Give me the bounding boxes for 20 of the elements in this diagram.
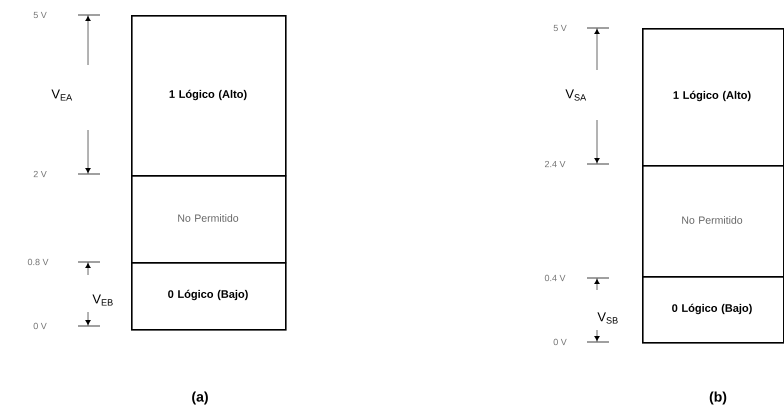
voltage-label: 2.4 V: [544, 160, 566, 168]
logic-level-band: 0 Lógico (Bajo): [131, 262, 287, 331]
logic-level-band: No Permitido: [131, 174, 287, 264]
voltage-symbol: V$_{SA}$: [565, 89, 586, 101]
logic-level-band: No Permitido: [642, 165, 784, 278]
logic-level-band: 0 Lógico (Bajo): [642, 276, 784, 344]
voltage-symbol: V$_{EB}$: [92, 294, 113, 306]
voltage-label: 5 V: [34, 12, 47, 18]
voltage-symbol: V$_{EA}$: [51, 89, 72, 101]
voltage-label: 0 V: [554, 338, 567, 346]
panel-caption: (a): [192, 391, 208, 404]
voltage-label: 5 V: [554, 24, 567, 32]
voltage-label: 0 V: [34, 322, 47, 330]
voltage-symbol: V$_{SB}$: [597, 312, 618, 324]
logic-level-band: 1 Lógico (Alto): [642, 28, 784, 167]
panel-caption: (b): [710, 391, 726, 404]
logic-level-band: 1 Lógico (Alto): [131, 15, 287, 177]
voltage-label: 2 V: [34, 170, 47, 178]
voltage-label: 0.4 V: [544, 274, 566, 282]
voltage-label: 0.8 V: [28, 258, 48, 266]
